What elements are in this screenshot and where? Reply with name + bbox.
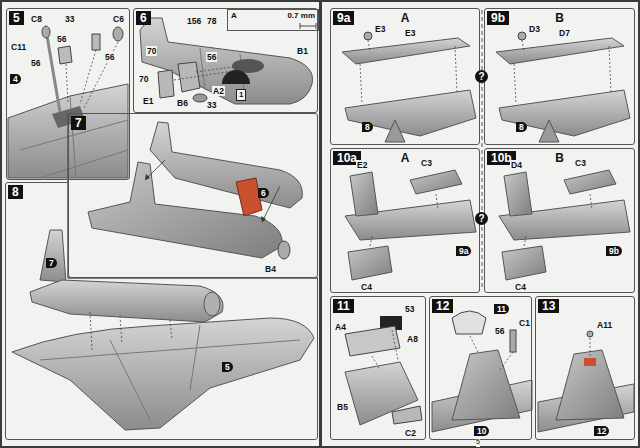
part-number: C4 <box>514 282 527 292</box>
part-number: 56 <box>30 58 41 68</box>
step-number: 8 <box>8 185 23 199</box>
step-panel: 13 <box>535 296 635 440</box>
left-page <box>2 2 319 446</box>
part-number: E2 <box>356 160 368 170</box>
step-number: 13 <box>538 299 559 313</box>
variant-letter: A <box>399 11 412 25</box>
step-reference: 4 <box>10 74 21 84</box>
step-panel: 8 <box>5 182 318 440</box>
part-number: A2 <box>212 86 225 96</box>
step-panel: 10bB <box>484 148 635 293</box>
part-number: C1 <box>518 318 531 328</box>
part-number: B6 <box>176 98 189 108</box>
part-number: C2 <box>404 428 417 438</box>
step-reference: 12 <box>594 426 609 436</box>
part-number: B1 <box>296 46 309 56</box>
alternative-marker: ? <box>475 212 488 225</box>
part-number: D3 <box>528 24 541 34</box>
detail-inset: A 0.7 mm <box>227 9 319 31</box>
part-number: A11 <box>596 320 613 330</box>
step-reference: 9b <box>606 246 622 256</box>
step-number: 12 <box>432 299 453 313</box>
alternative-marker: ? <box>475 70 488 83</box>
part-number: 53 <box>404 304 415 314</box>
part-number: 56 <box>206 52 217 62</box>
part-number: D4 <box>510 160 523 170</box>
page-number: 5 <box>476 437 480 447</box>
variant-letter: B <box>553 151 566 165</box>
rudder-elevator-figure <box>345 170 476 280</box>
part-number: A8 <box>406 334 419 344</box>
step-number: 5 <box>9 11 24 25</box>
step-panel: 10aA <box>330 148 480 293</box>
fuselage-wing-figure <box>12 113 318 430</box>
step-reference: 6 <box>258 188 269 198</box>
reference-box: 1 <box>236 89 246 101</box>
step-reference: 8 <box>516 122 527 132</box>
step-panel: 11 <box>330 296 426 440</box>
step-reference: 5 <box>222 362 233 372</box>
step-panel: 6 A 0.7 mm 1 <box>133 8 318 113</box>
variant-letter: B <box>553 11 566 25</box>
step-number: 7 <box>71 116 86 130</box>
step-reference: 9a <box>456 246 471 256</box>
part-number: 56 <box>56 34 67 44</box>
part-number: 56 <box>494 326 505 336</box>
detail-letter: A <box>231 11 237 21</box>
part-number: 78 <box>206 16 217 26</box>
step-reference: 8 <box>362 122 373 132</box>
part-number: 70 <box>146 46 157 56</box>
part-number: C3 <box>574 158 587 168</box>
part-number: C11 <box>10 42 27 52</box>
fuselage-join-figure <box>88 122 302 259</box>
part-number: 70 <box>138 74 149 84</box>
part-number: 156 <box>186 16 202 26</box>
tailplane-figure <box>342 32 476 142</box>
dimension-text: 0.7 mm <box>287 11 315 21</box>
variant-letter: A <box>399 151 412 165</box>
right-page <box>322 2 638 446</box>
step-number: 6 <box>136 11 151 25</box>
step-reference: 10 <box>474 426 489 436</box>
part-number: A4 <box>334 322 347 332</box>
detail-letter: 1 <box>239 90 243 100</box>
part-number: E1 <box>142 96 154 106</box>
part-number: E3 <box>374 24 386 34</box>
part-number: C4 <box>360 282 373 292</box>
part-number: C8 <box>30 14 43 24</box>
part-number: D7 <box>558 28 571 38</box>
part-number: B4 <box>264 264 277 274</box>
step-reference: 7 <box>46 258 57 268</box>
part-number: 33 <box>206 100 217 110</box>
step-number: 9b <box>487 11 509 25</box>
part-number: C6 <box>112 14 125 24</box>
step-number: 9a <box>333 11 354 25</box>
step-panel: 7 <box>68 113 318 278</box>
part-number: B5 <box>336 402 349 412</box>
part-number: 56 <box>104 52 115 62</box>
step-number: 11 <box>333 299 354 313</box>
cockpit-parts-figure <box>345 316 422 425</box>
canopy-fit-figure <box>432 311 532 432</box>
part-number: 33 <box>64 14 75 24</box>
gunsight-fit-figure <box>538 331 634 432</box>
part-number: C3 <box>420 158 433 168</box>
step-panel: 12 <box>429 296 532 440</box>
step-reference: 11 <box>494 304 509 314</box>
part-number: E3 <box>404 28 416 38</box>
